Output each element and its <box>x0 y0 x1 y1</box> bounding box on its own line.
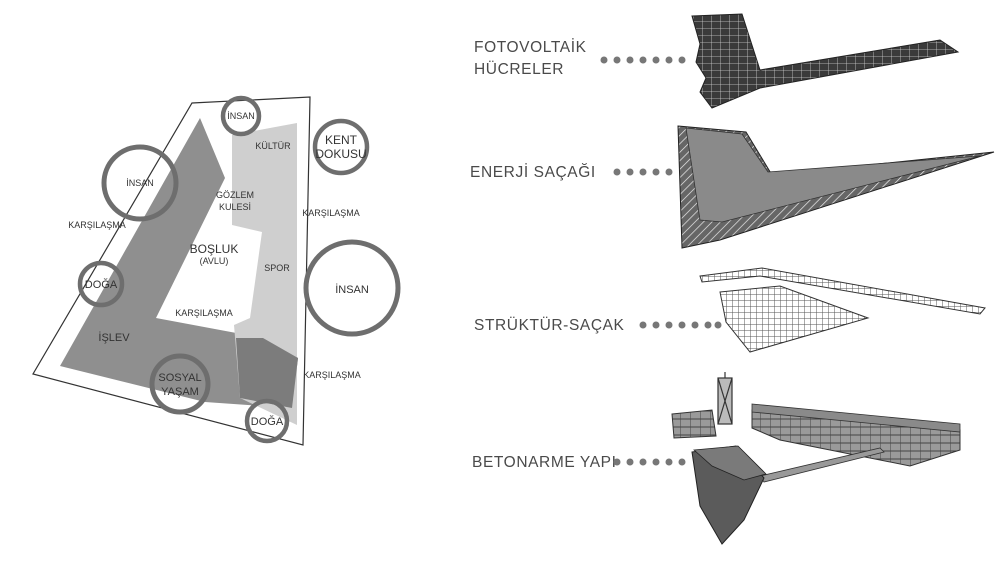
label-islev: İŞLEV <box>98 331 130 344</box>
label-dokusu: DOKUSU <box>315 147 366 161</box>
building-long-wing-roof <box>751 403 961 433</box>
label-bosluk: BOŞLUK <box>190 242 239 256</box>
label-kultur: KÜLTÜR <box>255 141 291 151</box>
building-front-roof <box>693 445 767 481</box>
ring-doga-bottom <box>244 398 290 444</box>
label-karsilasma-right-top: KARŞILAŞMA <box>302 208 360 218</box>
frame-grid <box>719 285 870 353</box>
pv-panel-array <box>691 13 960 109</box>
layer-fotovoltaik-label-line1: FOTOVOLTAİK <box>474 38 587 56</box>
layer-struktur: STRÜKTÜR-SAÇAK <box>474 267 986 353</box>
label-insan-top: İNSAN <box>227 111 255 121</box>
label-doga-bottom: DOĞA <box>251 415 284 428</box>
label-yasam: YAŞAM <box>161 386 199 398</box>
leader-dots-fotovoltaik <box>600 56 686 64</box>
layer-fotovoltaik-label-line2: HÜCRELER <box>474 60 564 78</box>
label-gozlem: GÖZLEM <box>216 190 254 200</box>
leader-dots-betonarme <box>613 458 686 466</box>
layer-betonarme: BETONARME YAPI <box>472 372 961 545</box>
label-karsilasma-right-bottom: KARŞILAŞMA <box>303 370 361 380</box>
label-doga-left: DOĞA <box>85 278 118 291</box>
label-kent: KENT <box>325 133 358 147</box>
label-sosyal: SOSYAL <box>158 372 201 384</box>
leader-dots-enerji <box>613 168 673 176</box>
layer-betonarme-label: BETONARME YAPI <box>472 454 617 471</box>
layer-fotovoltaik: FOTOVOLTAİK HÜCRELER <box>474 13 960 109</box>
label-karsilasma-left: KARŞILAŞMA <box>68 220 126 230</box>
ring-insan-left <box>101 144 179 222</box>
site-plan: İNSAN KÜLTÜR KENT DOKUSU İNSAN GÖZLEM KU… <box>32 95 401 446</box>
label-kulesi: KULESİ <box>219 202 251 212</box>
label-spor: SPOR <box>264 263 290 273</box>
label-insan-left: İNSAN <box>126 178 154 188</box>
building-left-wing <box>671 409 717 439</box>
layer-enerji-label: ENERJİ SAÇAĞI <box>470 163 596 181</box>
layer-struktur-label: STRÜKTÜR-SAÇAK <box>474 316 625 334</box>
ring-sosyal-yasam <box>149 353 211 415</box>
label-karsilasma-center: KARŞILAŞMA <box>175 308 233 318</box>
bridge <box>759 447 885 483</box>
ring-kent-dokusu <box>312 118 370 176</box>
label-avlu: (AVLU) <box>200 256 229 266</box>
ring-insan-right <box>303 239 401 337</box>
overlap-zone <box>236 338 298 408</box>
frame-strip <box>699 267 986 315</box>
ring-insan-top <box>220 95 262 137</box>
layer-enerji: ENERJİ SAÇAĞI <box>470 125 995 249</box>
ring-doga-left <box>77 260 125 308</box>
label-insan-right: İNSAN <box>335 283 369 296</box>
canopy-roof <box>685 127 981 223</box>
observation-tower <box>717 372 733 425</box>
leader-dots-struktur <box>639 321 722 329</box>
site-boundary <box>32 96 311 446</box>
